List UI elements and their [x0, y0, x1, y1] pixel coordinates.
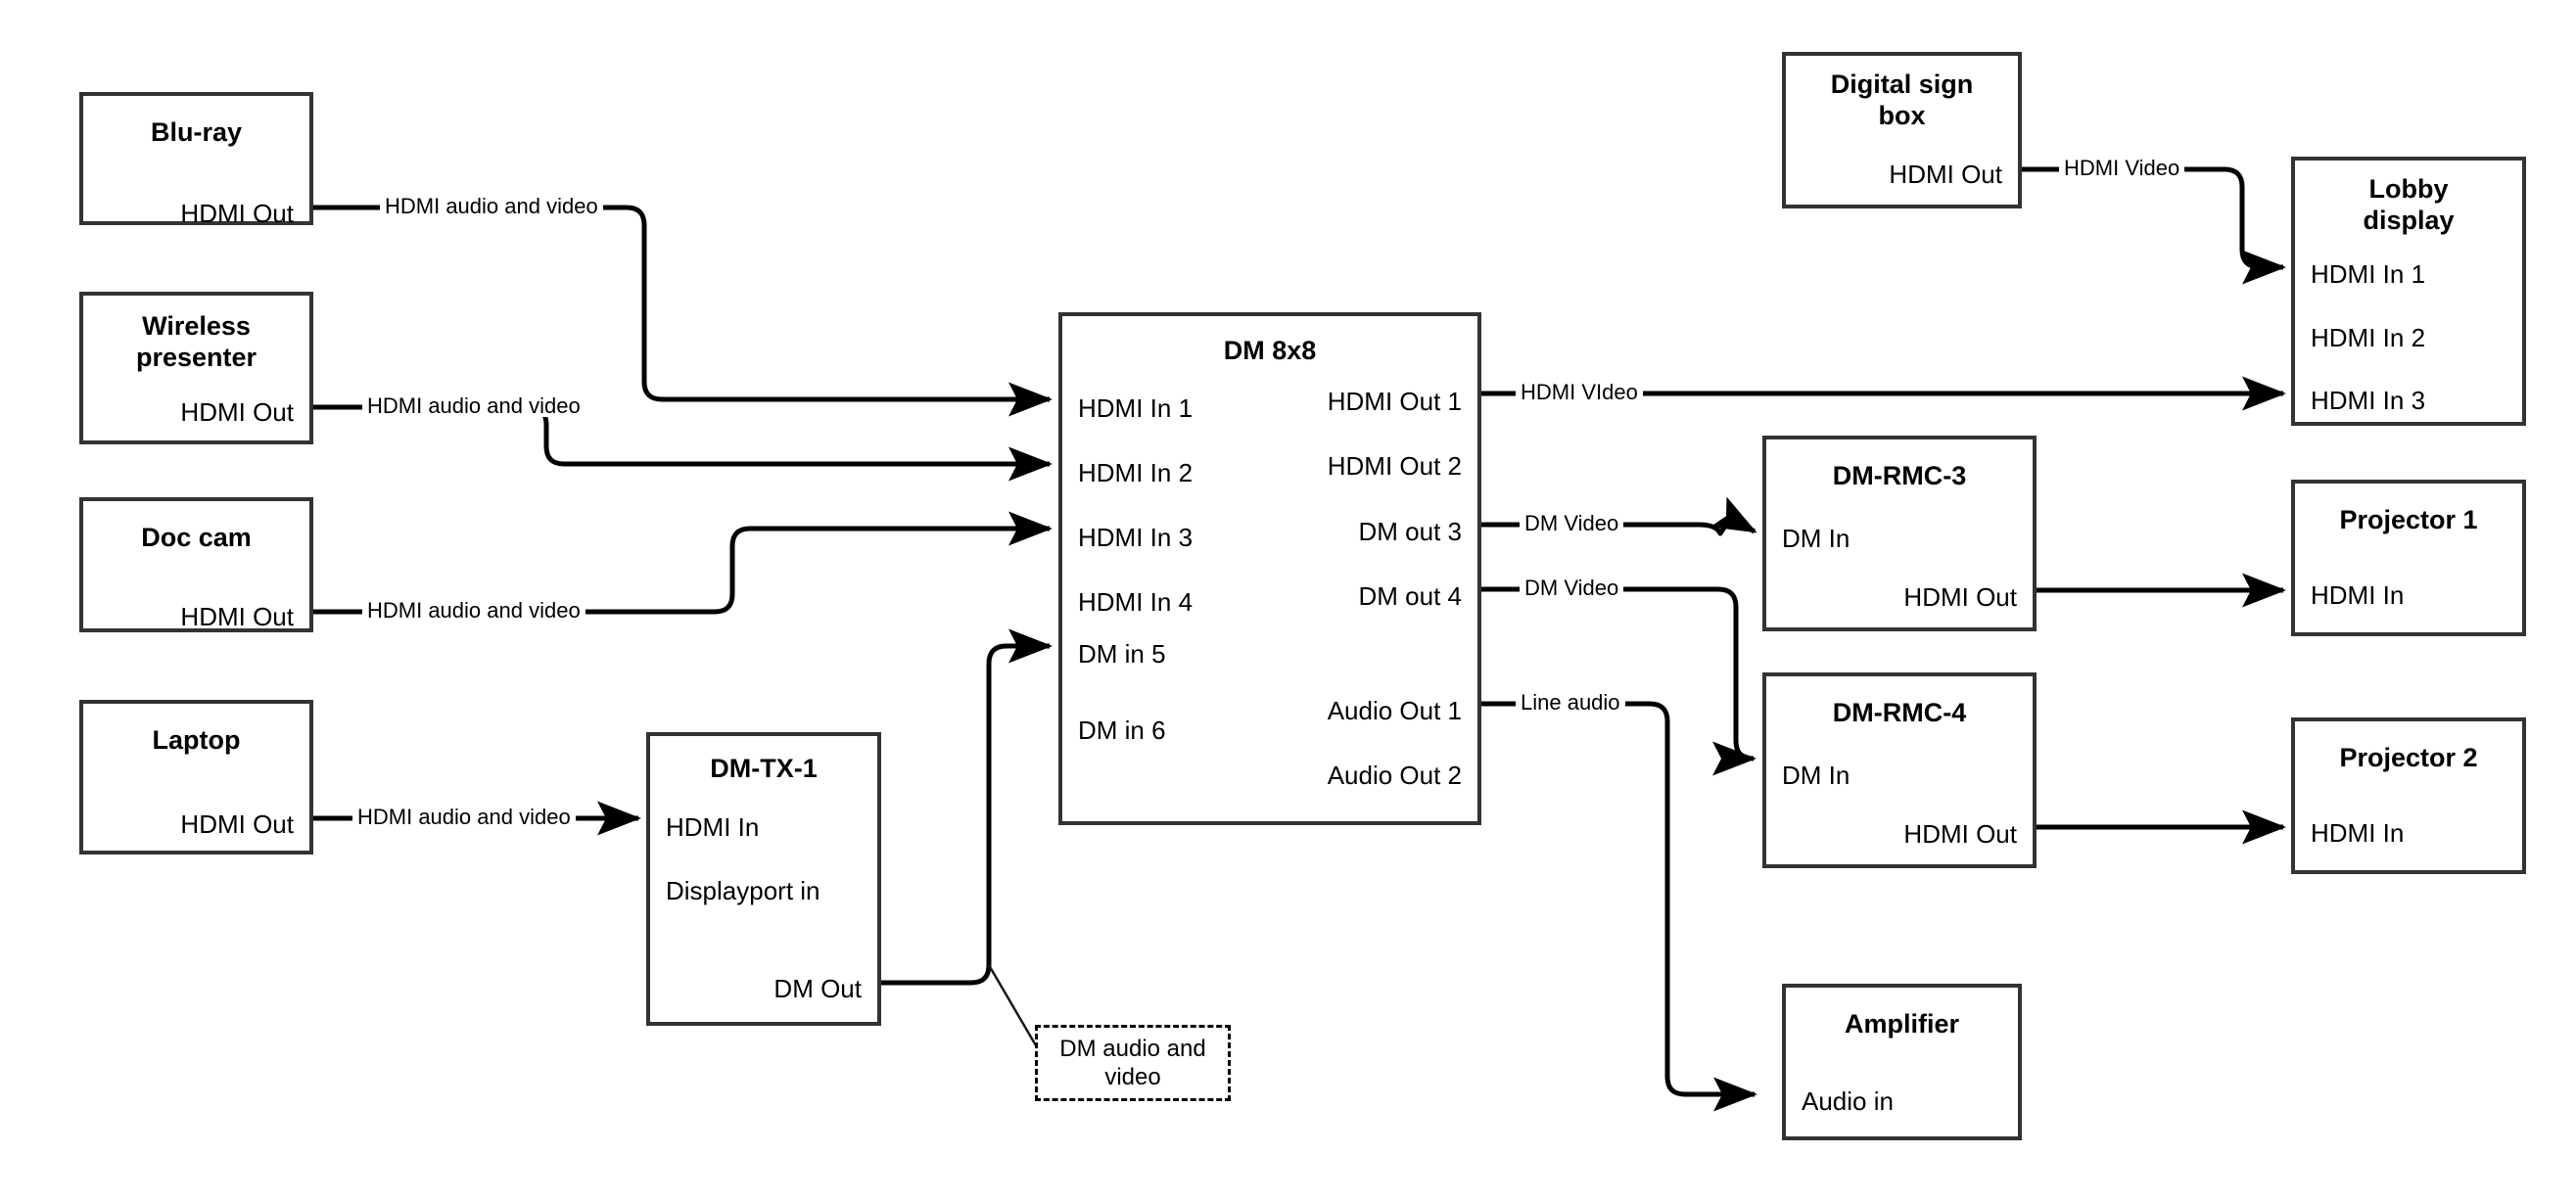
node-lobby-display[interactable]: Lobby display HDMI In 1 HDMI In 2 HDMI I…: [2291, 157, 2526, 426]
wire-dm8x8-audioout1-to-amplifier: [1481, 701, 1758, 1112]
node-bluray-port-hdmi-out[interactable]: HDMI Out: [180, 199, 294, 228]
node-projector-2-port-hdmi-in[interactable]: HDMI In: [2311, 818, 2405, 848]
node-wireless-presenter[interactable]: Wireless presenter HDMI Out: [79, 292, 313, 444]
node-dm-8x8-input-dm-in-5[interactable]: DM in 5: [1078, 639, 1166, 669]
node-dm-8x8-output-hdmi-out-1[interactable]: HDMI Out 1: [1327, 387, 1462, 416]
node-bluray[interactable]: Blu-ray HDMI Out: [79, 92, 313, 228]
node-dm-8x8[interactable]: DM 8x8 HDMI In 1 HDMI In 2 HDMI In 3 HDM…: [1058, 312, 1481, 825]
node-dm-rmc-3-port-hdmi-out[interactable]: HDMI Out: [1903, 582, 2017, 612]
callout-text-line2: video: [1104, 1064, 1161, 1090]
node-lobby-display-input-hdmi-in-2[interactable]: HDMI In 2: [2311, 323, 2426, 352]
node-lobby-display-input-hdmi-in-3[interactable]: HDMI In 3: [2311, 386, 2426, 415]
node-dm-rmc-4[interactable]: DM-RMC-4 DM In HDMI Out: [1762, 672, 2037, 868]
node-dm-8x8-input-hdmi-in-3[interactable]: HDMI In 3: [1078, 523, 1194, 552]
node-lobby-display-title-line1: Lobby: [2368, 174, 2449, 204]
node-doc-cam-port-hdmi-out[interactable]: HDMI Out: [180, 602, 294, 631]
node-bluray-title: Blu-ray: [150, 117, 243, 147]
callout-text: DM audio and video: [1059, 1035, 1205, 1092]
node-amplifier[interactable]: Amplifier Audio in: [1782, 984, 2022, 1140]
wire-doccam-to-dm8x8-in3: [313, 511, 1054, 615]
node-dm-rmc-4-title: DM-RMC-4: [1832, 698, 1967, 727]
node-dm-rmc-3[interactable]: DM-RMC-3 DM In HDMI Out: [1762, 436, 2037, 631]
node-dm-8x8-input-hdmi-in-2[interactable]: HDMI In 2: [1078, 458, 1194, 487]
wire-label-dm8x8-out1-to-lobby-in3: HDMI VIdeo: [1516, 382, 1643, 403]
node-lobby-display-input-hdmi-in-1[interactable]: HDMI In 1: [2311, 259, 2426, 289]
node-wireless-presenter-title-line2: presenter: [135, 343, 258, 372]
node-amplifier-port-audio-in[interactable]: Audio in: [1802, 1086, 1894, 1116]
node-dm-8x8-input-hdmi-in-4[interactable]: HDMI In 4: [1078, 587, 1194, 617]
node-digital-sign-box[interactable]: Digital sign box HDMI Out: [1782, 52, 2022, 208]
wire-label-wireless-to-dm8x8-in2: HDMI audio and video: [362, 395, 585, 417]
node-wireless-presenter-port-hdmi-out[interactable]: HDMI Out: [180, 397, 294, 427]
callout-dm-audio-and-video: DM audio and video: [1035, 1025, 1231, 1101]
node-dm-8x8-input-hdmi-in-1[interactable]: HDMI In 1: [1078, 393, 1194, 423]
node-dm-tx-1-port-dm-out[interactable]: DM Out: [773, 974, 862, 1003]
node-dm-rmc-3-port-dm-in[interactable]: DM In: [1782, 524, 1850, 553]
node-dm-8x8-output-dm-out-4[interactable]: DM out 4: [1358, 581, 1463, 611]
node-dm-tx-1-port-hdmi-in[interactable]: HDMI In: [666, 812, 760, 842]
wire-label-doccam-to-dm8x8-in3: HDMI audio and video: [362, 600, 585, 622]
node-amplifier-title: Amplifier: [1844, 1009, 1960, 1039]
wire-label-bluray-to-dm8x8-in1: HDMI audio and video: [380, 196, 603, 217]
node-dm-rmc-3-title: DM-RMC-3: [1832, 461, 1967, 490]
node-laptop-port-hdmi-out[interactable]: HDMI Out: [180, 809, 294, 839]
node-digital-sign-box-title-line1: Digital sign: [1830, 69, 1974, 99]
node-digital-sign-box-title-line2: box: [1878, 101, 1926, 130]
node-dm-8x8-output-hdmi-out-2[interactable]: HDMI Out 2: [1327, 451, 1462, 481]
wire-label-dm8x8-out3-to-dmrmc3: DM Video: [1520, 513, 1624, 534]
node-doc-cam-title: Doc cam: [141, 523, 252, 552]
node-projector-1-title: Projector 1: [2339, 505, 2478, 534]
node-dm-8x8-output-audio-out-1[interactable]: Audio Out 1: [1327, 696, 1462, 725]
node-wireless-presenter-title-line1: Wireless: [142, 311, 251, 341]
wire-bluray-to-dm8x8-in1: [313, 205, 1054, 417]
node-doc-cam[interactable]: Doc cam HDMI Out: [79, 497, 313, 632]
node-projector-2[interactable]: Projector 2 HDMI In: [2291, 717, 2526, 874]
node-projector-2-title: Projector 2: [2339, 743, 2478, 772]
wire-label-dm8x8-audioout1-to-amplifier: Line audio: [1516, 692, 1625, 714]
wire-dm8x8-out4-to-dmrmc4: [1481, 586, 1757, 776]
node-projector-1[interactable]: Projector 1 HDMI In: [2291, 480, 2526, 636]
node-dm-8x8-title: DM 8x8: [1223, 336, 1317, 365]
node-dm-8x8-input-dm-in-6[interactable]: DM in 6: [1078, 716, 1166, 745]
node-laptop[interactable]: Laptop HDMI Out: [79, 700, 313, 855]
callout-text-line1: DM audio and: [1059, 1035, 1206, 1062]
node-dm-8x8-output-audio-out-2[interactable]: Audio Out 2: [1327, 761, 1462, 790]
node-dm-tx-1-port-displayport-in[interactable]: Displayport in: [666, 876, 820, 905]
node-laptop-title: Laptop: [152, 725, 241, 755]
node-dm-rmc-4-port-hdmi-out[interactable]: HDMI Out: [1903, 819, 2017, 849]
wire-label-dm8x8-out4-to-dmrmc4: DM Video: [1520, 577, 1624, 599]
wire-label-digitalsign-to-lobby-in1: HDMI Video: [2059, 158, 2185, 179]
node-dm-8x8-output-dm-out-3[interactable]: DM out 3: [1358, 517, 1463, 546]
node-dm-tx-1[interactable]: DM-TX-1 HDMI In Displayport in DM Out: [646, 732, 881, 1026]
wire-digitalsign-to-lobby-in1: [2022, 166, 2287, 285]
node-lobby-display-title-line2: display: [2363, 206, 2455, 235]
node-dm-tx-1-title: DM-TX-1: [710, 754, 818, 783]
node-dm-rmc-4-port-dm-in[interactable]: DM In: [1782, 761, 1850, 790]
wire-dmtx1-to-dm8x8-in5: [881, 628, 1054, 986]
node-digital-sign-box-port-hdmi-out[interactable]: HDMI Out: [1889, 160, 2002, 189]
node-projector-1-port-hdmi-in[interactable]: HDMI In: [2311, 580, 2405, 610]
wire-label-laptop-to-dmtx1: HDMI audio and video: [352, 807, 576, 828]
callout-leader-line: [987, 964, 1042, 1053]
wire-dm8x8-out3-to-dmrmc3: [1481, 496, 1757, 536]
